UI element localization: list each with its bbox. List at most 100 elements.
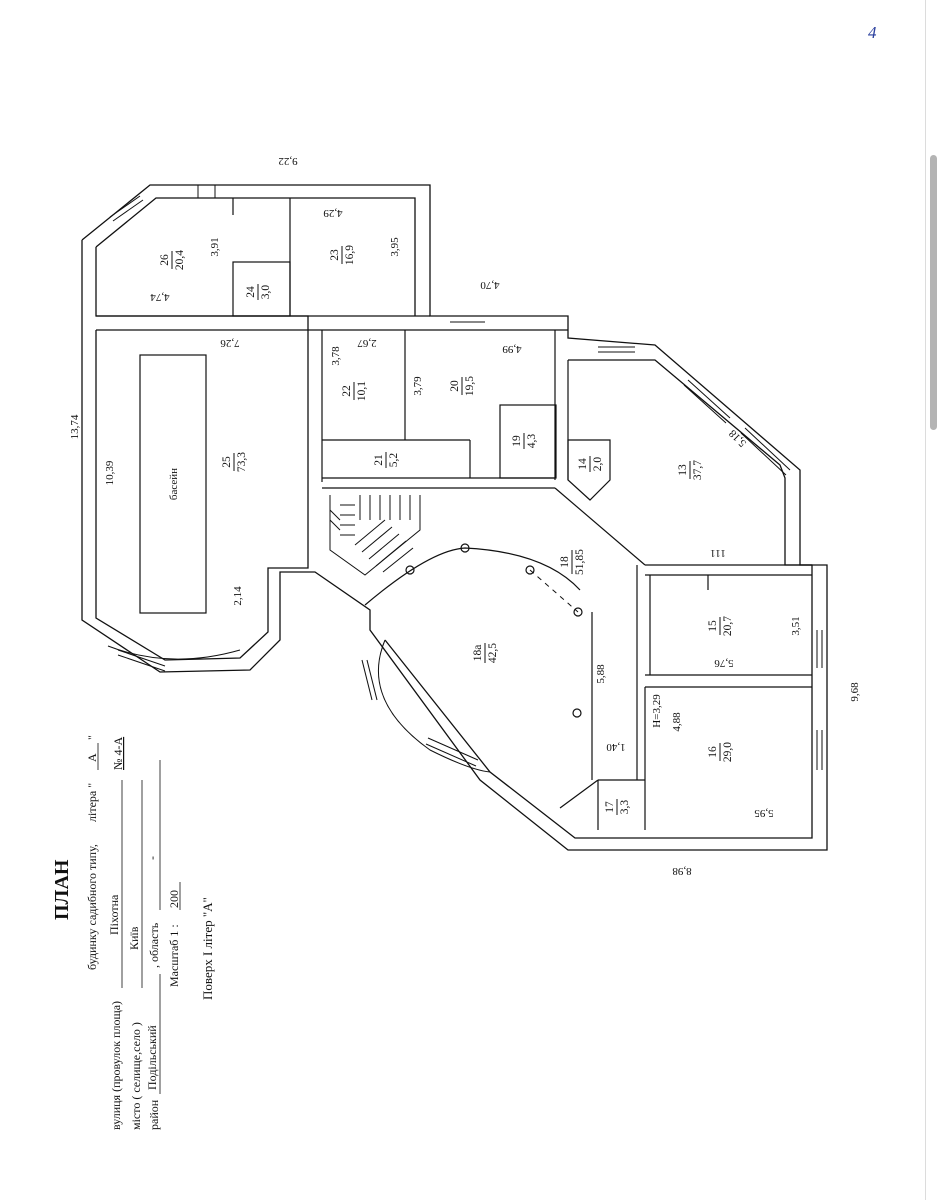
room-21: 21 5,2 — [373, 452, 400, 468]
legend-city-label: місто ( селище,село ) — [129, 1022, 143, 1130]
dim-7-26: 7,26 — [220, 337, 240, 349]
room-17: 17 3,3 — [604, 799, 631, 815]
dim-8-98: 8,98 — [672, 865, 692, 877]
windows — [109, 185, 823, 770]
dim-1-40: 1,40 — [606, 741, 626, 753]
room-24: 24 3,0 — [245, 284, 272, 300]
legend-oblast-value: - — [145, 856, 159, 860]
legend-subtitle: будинку садибного типу, — [85, 844, 99, 970]
bay-arc — [377, 639, 491, 773]
room-23-number: 23 — [329, 249, 341, 261]
dim-2-67: 2,67 — [357, 337, 377, 349]
room-23-area: 16,9 — [344, 245, 356, 265]
dim-13-74: 13,74 — [69, 414, 81, 439]
room-16-number: 16 — [707, 746, 719, 758]
dim-9-68: 9,68 — [849, 682, 861, 702]
dim-111: 111 — [710, 547, 726, 559]
room-15: 15 20,7 — [707, 616, 734, 636]
room-18a: 18а 42,5 — [472, 643, 499, 663]
room-25: 25 73,3 — [221, 452, 248, 472]
page-edge — [925, 0, 926, 1200]
room-16: 16 29,0 — [707, 742, 734, 762]
room-19-area: 4,3 — [526, 434, 538, 449]
room-labels: 26 20,4 24 3,0 23 16,9 25 73,3 22 10,1 2… — [159, 245, 734, 815]
room-20-number: 20 — [449, 380, 461, 392]
room-17-number: 17 — [604, 801, 616, 813]
room-26-area: 20,4 — [174, 250, 186, 270]
room-16-area: 29,0 — [722, 742, 734, 762]
legend-street-value: Піхотна — [107, 894, 121, 935]
legend-litera-label: літера " — [85, 783, 99, 822]
page-number: 4 — [868, 23, 877, 42]
dim-5-88: 5,88 — [595, 664, 607, 684]
legend-scale-label: Масштаб 1 : — [167, 924, 181, 987]
room-20: 20 19,5 — [449, 376, 476, 396]
room-14: 14 2,0 — [577, 456, 604, 472]
dim-4-99: 4,99 — [502, 343, 522, 355]
room-18a-number: 18а — [472, 645, 484, 662]
room-19: 19 4,3 — [511, 433, 538, 449]
title-block: ПЛАН будинку садибного типу, літера " А … — [51, 735, 215, 1130]
room-13-area: 37,7 — [692, 460, 704, 480]
dim-5-95: 5,95 — [754, 807, 774, 819]
dim-9-22: 9,22 — [278, 155, 297, 167]
room-22-number: 22 — [341, 385, 353, 397]
interior-walls — [96, 198, 812, 830]
room-19-number: 19 — [511, 435, 523, 447]
dim-5-18: 5,18 — [726, 427, 748, 449]
scrollbar-thumb[interactable] — [930, 155, 937, 430]
dim-3-51: 3,51 — [790, 616, 802, 635]
room-13-number: 13 — [677, 464, 689, 476]
pool-outline — [139, 354, 207, 614]
room-18-number: 18 — [559, 556, 571, 568]
legend-district-value: Подільський — [145, 1025, 159, 1090]
staircase — [329, 495, 421, 576]
dim-3-95: 3,95 — [389, 237, 401, 257]
room-17-area: 3,3 — [619, 800, 631, 815]
legend-street-label: вулиця (провулок площа) — [109, 1001, 123, 1130]
room-20-area: 19,5 — [464, 376, 476, 396]
dim-height: Н=3,29 — [651, 694, 663, 728]
dim-10-39: 10,39 — [104, 460, 116, 485]
pool-bay-arc — [107, 645, 241, 660]
legend-district-label: район — [147, 1099, 161, 1130]
floor-plan — [81, 184, 828, 851]
room-24-number: 24 — [245, 286, 257, 298]
dim-3-91: 3,91 — [209, 237, 221, 256]
dim-4-70: 4,70 — [480, 279, 500, 291]
dim-4-29: 4,29 — [323, 207, 343, 219]
legend-litera-close: " — [85, 735, 99, 740]
legend-number-value: № 4-А — [111, 737, 125, 770]
legend-title: ПЛАН — [51, 859, 73, 920]
room-15-area: 20,7 — [722, 616, 734, 636]
room-24-area: 3,0 — [260, 285, 272, 300]
pool-label: басейн — [168, 468, 180, 500]
room-23: 23 16,9 — [329, 245, 356, 265]
room-18: 18 51,85 — [559, 549, 586, 575]
room-13: 13 37,7 — [677, 460, 704, 480]
legend-city-value: Київ — [127, 926, 141, 950]
dim-5-76: 5,76 — [714, 657, 734, 669]
room-15-number: 15 — [707, 620, 719, 632]
dimension-labels: 9,22 4,29 3,91 3,95 4,74 4,70 13,74 7,26… — [69, 155, 861, 877]
dim-3-79: 3,79 — [412, 376, 424, 396]
room-21-number: 21 — [373, 454, 385, 466]
room-22: 22 10,1 — [341, 381, 368, 401]
dim-3-78: 3,78 — [330, 346, 342, 366]
room-25-area: 73,3 — [236, 452, 248, 472]
dim-4-74: 4,74 — [150, 291, 170, 303]
room-14-number: 14 — [577, 458, 589, 470]
gallery-arc — [364, 547, 581, 606]
room-21-area: 5,2 — [388, 453, 400, 468]
room-26: 26 20,4 — [159, 250, 186, 270]
columns — [405, 543, 583, 718]
legend-oblast-label: , область — [147, 922, 161, 968]
room-18a-area: 42,5 — [487, 643, 499, 663]
legend-scale-value: 200 — [167, 890, 181, 908]
room-14-area: 2,0 — [592, 457, 604, 472]
dim-2-14: 2,14 — [232, 586, 244, 606]
dim-4-88: 4,88 — [671, 712, 683, 732]
room-25-number: 25 — [221, 456, 233, 468]
legend-floor-label: Поверх І літер "А" — [200, 897, 215, 1000]
